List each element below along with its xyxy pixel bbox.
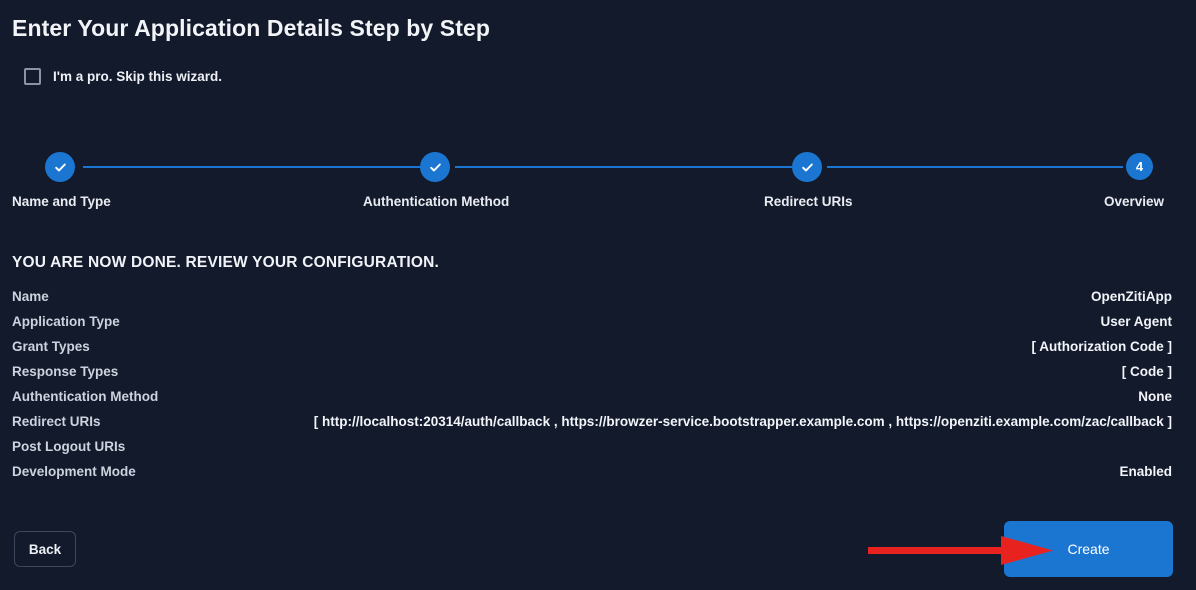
step-connector-1 (83, 166, 421, 168)
step-1-label: Name and Type (12, 194, 111, 209)
skip-wizard-row[interactable]: I'm a pro. Skip this wizard. (24, 68, 222, 85)
summary-row: Name OpenZitiApp (12, 289, 1172, 314)
summary-row: Response Types [ Code ] (12, 364, 1172, 389)
skip-wizard-checkbox[interactable] (24, 68, 41, 85)
summary-value-redirect-uris: [ http://localhost:20314/auth/callback ,… (313, 414, 1172, 429)
summary-label-grant-types: Grant Types (12, 339, 90, 354)
page-title: Enter Your Application Details Step by S… (12, 15, 491, 41)
step-3-bubble (792, 152, 822, 182)
summary-row: Post Logout URIs (12, 439, 1172, 464)
summary-label-name: Name (12, 289, 49, 304)
step-3-label: Redirect URIs (764, 194, 853, 209)
back-button[interactable]: Back (14, 531, 76, 567)
summary-row: Development Mode Enabled (12, 464, 1172, 489)
summary-row: Application Type User Agent (12, 314, 1172, 339)
step-2-label: Authentication Method (363, 194, 510, 209)
summary-label-redirect-uris: Redirect URIs (12, 414, 101, 429)
summary-label-development-mode: Development Mode (12, 464, 136, 479)
summary-row: Grant Types [ Authorization Code ] (12, 339, 1172, 364)
summary-value-name: OpenZitiApp (1091, 289, 1172, 304)
summary-value-response-types: [ Code ] (1121, 364, 1172, 379)
step-4-label: Overview (1104, 194, 1165, 209)
create-button[interactable]: Create (1004, 521, 1173, 577)
wizard-stepper: Name and Type Authentication Method Redi… (0, 150, 1196, 220)
configuration-summary: Name OpenZitiApp Application Type User A… (12, 289, 1172, 489)
summary-label-authentication-method: Authentication Method (12, 389, 159, 404)
step-1-bubble (45, 152, 75, 182)
review-heading: YOU ARE NOW DONE. REVIEW YOUR CONFIGURAT… (12, 254, 440, 271)
summary-value-authentication-method: None (1138, 389, 1172, 404)
summary-label-response-types: Response Types (12, 364, 119, 379)
step-2-bubble (420, 152, 450, 182)
summary-row: Authentication Method None (12, 389, 1172, 414)
summary-value-development-mode: Enabled (1119, 464, 1172, 479)
step-4-bubble: 4 (1126, 153, 1153, 180)
skip-wizard-label: I'm a pro. Skip this wizard. (53, 69, 222, 84)
summary-value-grant-types: [ Authorization Code ] (1031, 339, 1172, 354)
step-connector-2 (455, 166, 792, 168)
summary-value-application-type: User Agent (1100, 314, 1172, 329)
summary-label-application-type: Application Type (12, 314, 120, 329)
step-connector-3 (827, 166, 1123, 168)
summary-row: Redirect URIs [ http://localhost:20314/a… (12, 414, 1172, 439)
summary-label-post-logout-uris: Post Logout URIs (12, 439, 126, 454)
